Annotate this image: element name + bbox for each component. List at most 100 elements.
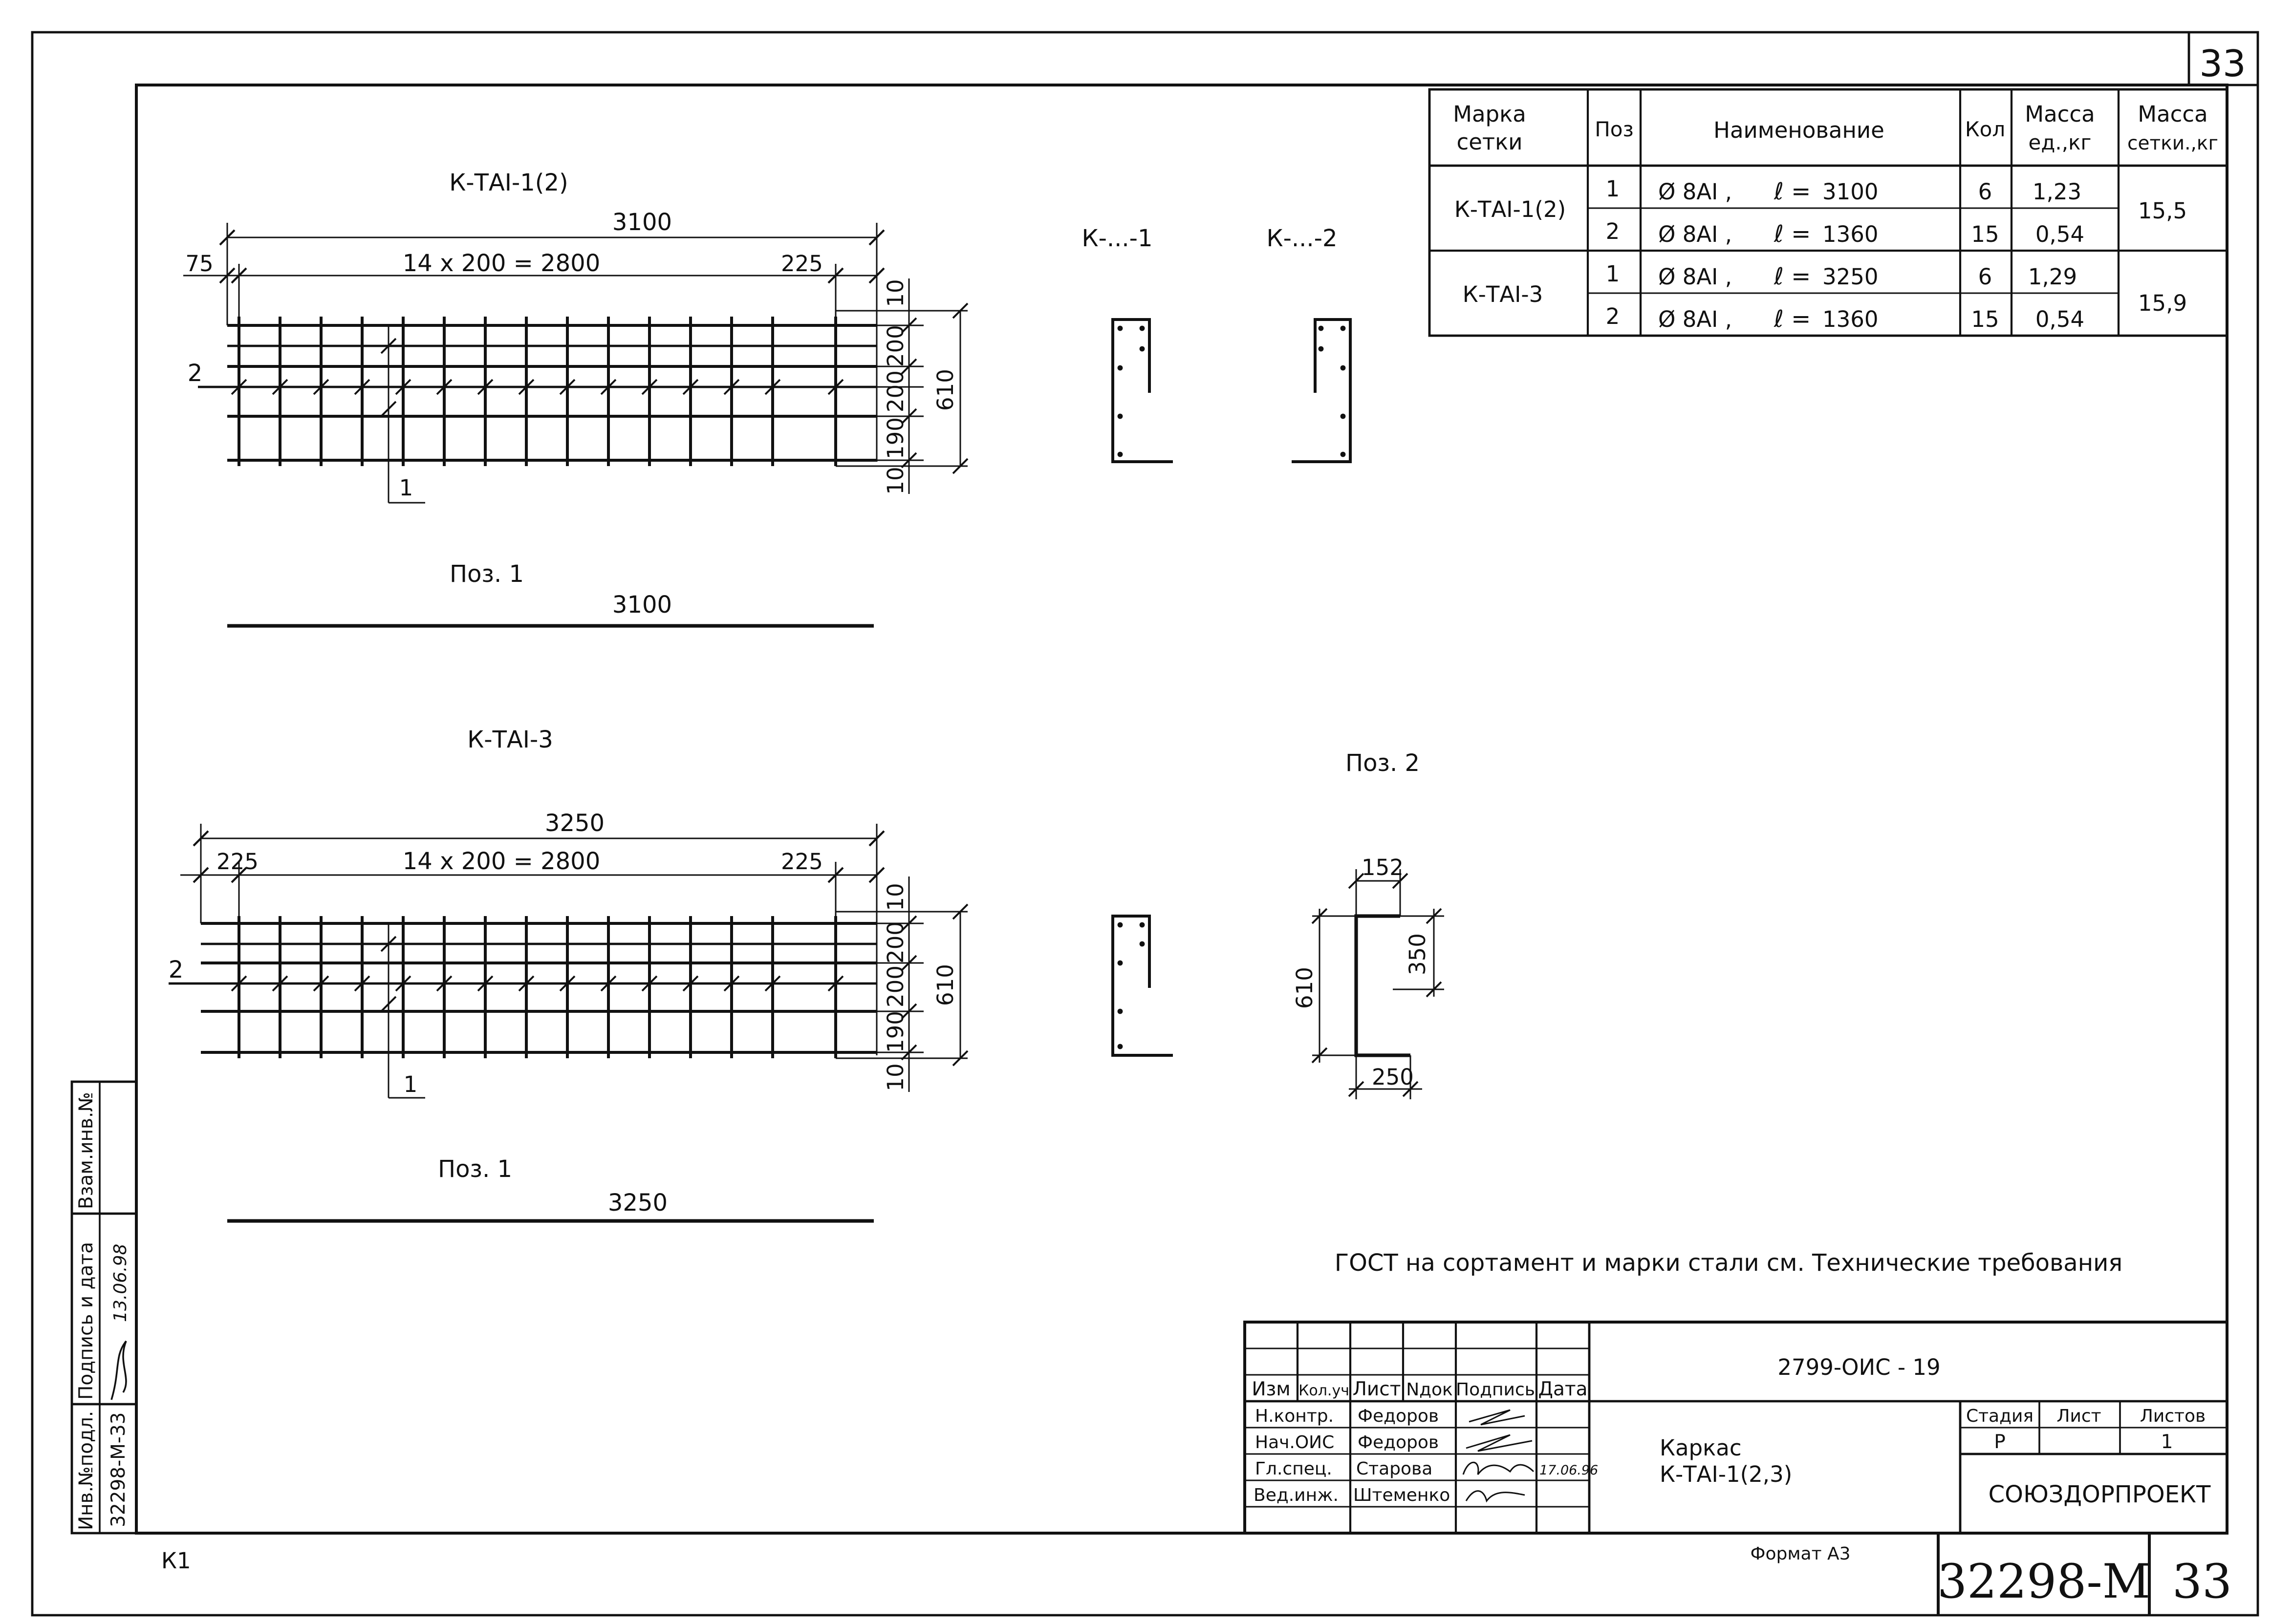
pos-cell: 1 [1606, 261, 1620, 287]
col-izm: Изм [1252, 1378, 1290, 1400]
qty-cell: 15 [1971, 306, 1999, 332]
dim-right: 225 [781, 849, 823, 875]
role: Вед.инж. [1254, 1485, 1339, 1505]
transverse-bars-1 [238, 317, 837, 466]
drawing-frame [135, 84, 2228, 1535]
pos-cell: 1 [1606, 176, 1620, 202]
vdim-3: 190 [883, 1011, 909, 1053]
person: Старова [1356, 1459, 1432, 1479]
page-number: 33 [2172, 1554, 2232, 1609]
th-mass-unit-1: Масса [2025, 101, 2095, 127]
vdim-4: 10 [883, 1063, 909, 1091]
mass-net-cell: 15,9 [2138, 290, 2187, 316]
section-label: К-...-1 [1082, 225, 1152, 252]
vdim-4: 10 [883, 467, 909, 494]
dim-spacing: 14 x 200 = 2800 [403, 250, 601, 277]
len-cell: 1360 [1822, 306, 1879, 332]
mass-cell: 1,23 [2033, 179, 2081, 205]
vdim-3: 190 [883, 417, 909, 459]
podpis-label: Подпись и дата [75, 1242, 97, 1400]
pos-label: Поз. 1 [450, 560, 524, 588]
section-label: К-...-2 [1266, 225, 1337, 252]
len-symbol: ℓ = [1774, 220, 1811, 248]
section-k3 [1111, 915, 1173, 1057]
col-data: Дата [1538, 1378, 1588, 1400]
vdim-1: 200 [883, 921, 909, 963]
dim-right: 225 [781, 251, 823, 277]
vdim-1: 200 [883, 325, 909, 367]
spec-table: Марка сетки Поз Наименование Кол Масса е… [1428, 88, 2228, 337]
role: Гл.спец. [1255, 1459, 1332, 1479]
th-mark-2: сетки [1456, 129, 1522, 155]
len-cell: 1360 [1822, 221, 1879, 247]
pos-cell: 2 [1606, 303, 1620, 329]
doc-code: 2799-ОИС - 19 [1777, 1354, 1940, 1380]
dia-cell: Ø 8AI , [1658, 221, 1732, 247]
vdim-total: 610 [932, 369, 958, 411]
frame-kta1-drawing: К-ТАI-1(2) 3100 75 14 x 200 = 2800 225 [183, 169, 969, 504]
podpis-date: 13.06.98 [110, 1244, 130, 1322]
th-mass-net-2: сетки.,кг [2127, 132, 2218, 154]
side-stamp: Взам.инв.№ Подпись и дата Инв.№подл. 322… [70, 1080, 138, 1535]
th-qty: Кол [1965, 117, 2005, 141]
format-label: Формат А3 [1750, 1544, 1850, 1564]
title-block: Изм Кол.уч Лист Nдок Подпись Дата Н.конт… [1243, 1321, 2228, 1535]
th-mass-net-1: Масса [2138, 101, 2207, 127]
inv-label: Инв.№подл. [75, 1411, 97, 1530]
bar-length: 3100 [612, 591, 672, 619]
len-symbol: ℓ = [1774, 178, 1811, 205]
frame-title: К-ТАI-1(2) [449, 169, 568, 196]
mass-cell: 1,29 [2028, 264, 2077, 290]
col-koluch: Кол.уч [1298, 1382, 1349, 1399]
dim-hook: 350 [1405, 933, 1430, 975]
dim-overall: 3250 [545, 810, 605, 837]
bar-length: 3250 [608, 1189, 668, 1217]
doc-number: 32298-М [1937, 1554, 2150, 1609]
inv-value: 32298-М-33 [108, 1412, 130, 1528]
signature-mark [1469, 1409, 1525, 1426]
sign-date: 17.06.96 [1539, 1463, 1598, 1478]
qty-cell: 6 [1978, 264, 1992, 290]
signature-mark [1466, 1434, 1533, 1452]
pos-marker-2: 2 [188, 360, 203, 387]
col-list: Лист [1353, 1378, 1401, 1400]
mass-cell: 0,54 [2035, 221, 2084, 247]
doc-name-2: К-ТАI-1(2,3) [1660, 1461, 1792, 1487]
col-podpis: Подпись [1456, 1380, 1535, 1400]
len-cell: 3100 [1822, 179, 1879, 205]
k1-label: К1 [161, 1548, 191, 1574]
mass-cell: 0,54 [2035, 306, 2084, 332]
organization: СОЮЗДОРПРОЕКТ [1989, 1481, 2211, 1508]
mark-cell: К-ТАI-3 [1463, 281, 1543, 307]
qty-cell: 6 [1978, 179, 1992, 205]
outer-border [31, 31, 2259, 1617]
signature-mark [110, 1340, 127, 1400]
dim-height: 610 [1292, 967, 1318, 1009]
pos-marker-1: 1 [404, 1071, 418, 1097]
frame-kta3-drawing: К-ТАI-3 3250 225 14 x 200 = 2800 225 [169, 726, 969, 1099]
th-mass-unit-2: ед.,кг [2028, 130, 2091, 154]
vzam-label: Взам.инв.№ [75, 1092, 97, 1209]
dia-cell: Ø 8AI , [1658, 264, 1732, 290]
role: Нач.ОИС [1255, 1432, 1334, 1453]
len-symbol: ℓ = [1774, 263, 1811, 290]
doc-name-1: Каркас [1660, 1435, 1742, 1461]
pos-label: Поз. 1 [438, 1155, 512, 1183]
stage-label: Стадия [1966, 1406, 2033, 1426]
pos-cell: 2 [1606, 218, 1620, 244]
vdim-2: 200 [883, 370, 909, 412]
th-pos: Поз [1595, 117, 1634, 141]
stage-value: Р [1994, 1431, 2006, 1453]
signature-mark [1462, 1461, 1535, 1475]
len-cell: 3250 [1822, 264, 1879, 290]
th-mark-1: Марка [1453, 101, 1526, 127]
vdim-total: 610 [932, 964, 958, 1006]
qty-cell: 15 [1971, 221, 1999, 247]
pos2-bar: Поз. 2 152 350 610 [1292, 749, 1444, 1099]
sheets-value: 1 [2161, 1431, 2173, 1453]
vdim-0: 10 [883, 883, 909, 911]
sheets-label: Листов [2140, 1406, 2206, 1426]
dim-left: 225 [216, 849, 259, 875]
col-ndok: Nдок [1406, 1380, 1453, 1400]
